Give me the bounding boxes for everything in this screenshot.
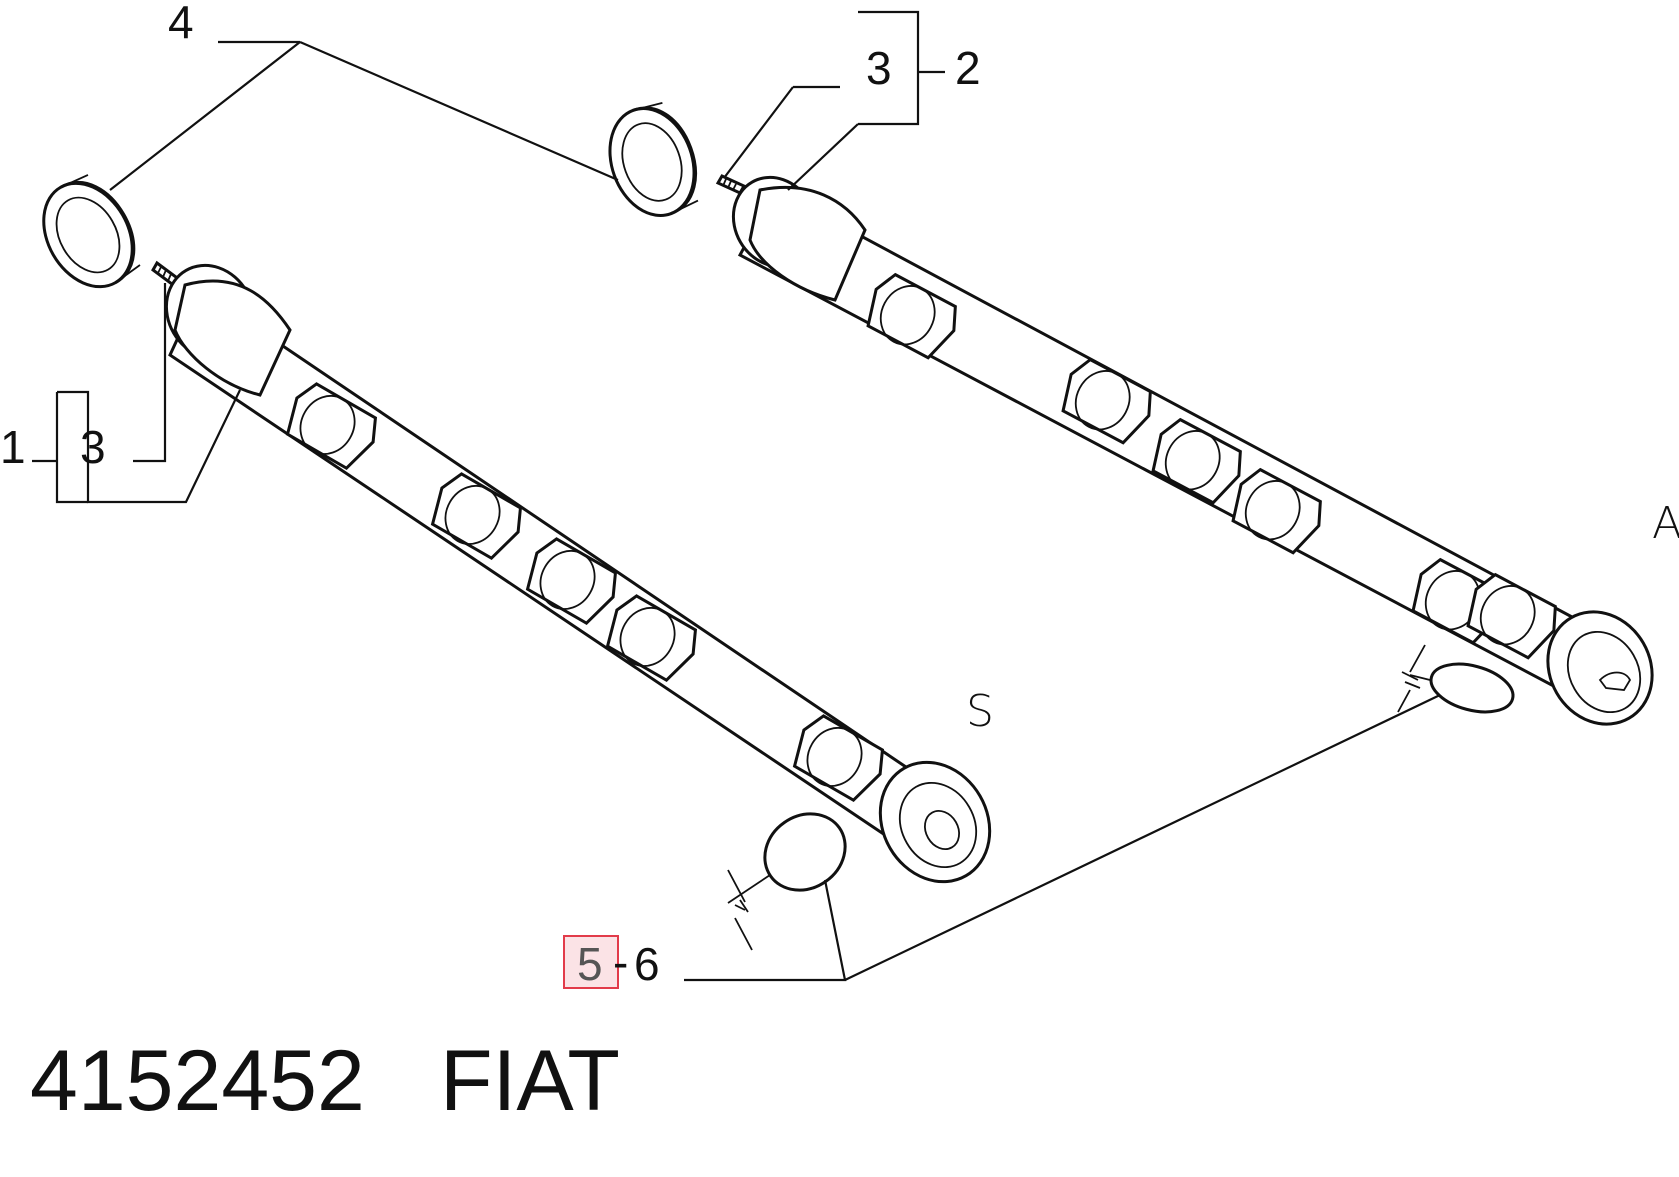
camshaft-right	[731, 175, 1654, 726]
pin-right	[715, 174, 747, 195]
callout-3-right[interactable]: 3	[866, 42, 892, 94]
part-number: 4152452	[30, 1033, 365, 1129]
callout-4[interactable]: 4	[168, 0, 194, 48]
seal-ring-left	[24, 165, 153, 305]
view-label-left: S	[966, 686, 994, 737]
plug-left	[727, 812, 847, 951]
callout-1[interactable]: 1	[0, 421, 26, 473]
plug-right	[1397, 644, 1515, 714]
leader-lines	[32, 10, 1441, 982]
callout-5[interactable]: 5	[577, 938, 603, 990]
view-label-right: A	[1652, 498, 1679, 549]
highlight-box-item-5	[563, 935, 619, 989]
camshaft-left	[164, 263, 992, 884]
callout-6[interactable]: 6	[634, 938, 660, 990]
callout-3-left[interactable]: 3	[80, 421, 106, 473]
brand-name: FIAT	[440, 1033, 620, 1129]
callout-2[interactable]: 2	[955, 42, 981, 94]
seal-ring-right	[594, 94, 712, 229]
callout-5-6-dash: -	[613, 936, 628, 988]
